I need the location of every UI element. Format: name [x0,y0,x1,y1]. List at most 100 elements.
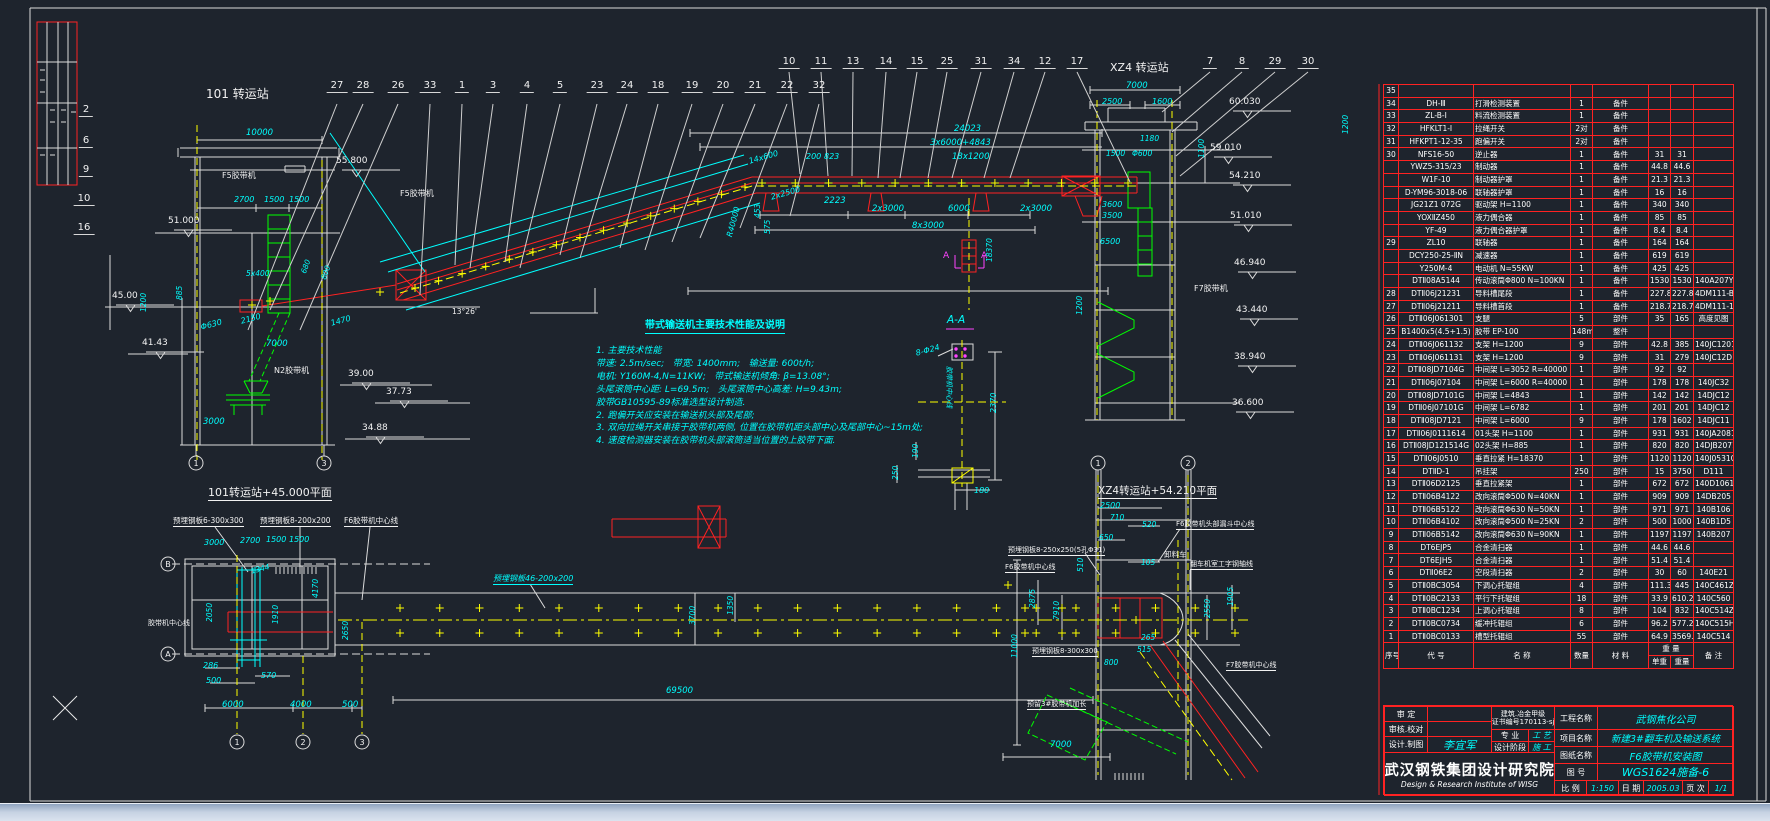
section-markers-magenta [946,255,985,358]
balloon-number: 14 [875,56,897,69]
annotation: 3500 [1102,211,1123,220]
annotation: 2x3000 [1020,204,1053,214]
balloon-number: 31 [970,56,992,69]
annotation: 18370 [985,238,994,262]
annotation: 2700 [234,195,255,204]
balloon-number: 8 [1234,56,1250,69]
annotation: 1905 [1226,586,1235,606]
annotation: F6胶带机头部漏斗中心线 [1176,520,1255,531]
bom-row: 35 [1383,84,1734,98]
bom-header-total-weight: 重量 [1670,654,1694,669]
annotation: 预埋钢板8-250x250(5孔Φ31) [1008,546,1106,557]
balloon-number: 24 [616,80,638,93]
annotation: 5x400 [246,269,270,278]
drawing-name-value: F6胶带机安装图 [1597,746,1734,764]
annotation: F6胶带机中心线 [1005,563,1056,574]
annotation: 8x3000 [912,221,945,231]
annotation: 预埋钢板8-200x200 [260,516,331,527]
svg-text:1: 1 [193,459,198,468]
annotation: 预埋钢板6-300x300 [173,516,244,527]
annotation: 510 [1076,557,1085,572]
annotation: 1500 [289,195,310,204]
svg-text:1: 1 [1095,459,1100,468]
annotation: F6胶带机中心线 [344,516,399,527]
balloon-number: 10 [778,56,800,69]
svg-text:B: B [165,560,171,569]
annotation: XZ4转运站+54.210平面 [1098,485,1218,500]
annotation: 1500 [266,535,287,544]
balloon-number: 28 [352,80,374,93]
balloon-number: 26 [387,80,409,93]
elevation-mark: 34.88 [362,423,388,433]
annotation: F5胶带机 [400,189,434,198]
annotation: 500 [342,700,359,710]
item-label: 项目名称 [1554,729,1598,747]
annotation: 2223 [824,196,846,206]
balloon-number: 34 [1003,56,1025,69]
annotation: 2875 [1028,588,1037,608]
annotation: 2050 [205,602,214,622]
annotation: 13°26' [452,307,477,316]
annotation: 190 [911,443,920,458]
bom-header-name: 名 称 [1473,642,1571,669]
elevation-mark: 36.600 [1232,398,1264,408]
annotation: 预埋钢板46-200x200 [493,574,574,586]
drawing-no-value: WGS1624施备-6 [1597,763,1734,781]
annotation: 1350 [726,595,735,615]
annotation: A-A [947,314,966,326]
company-cell: 武汉钢铁集团设计研究院 Design & Research Institute … [1384,752,1555,796]
annotation: 1200 [139,292,148,312]
elevation-mark: 46.940 [1234,258,1266,268]
annotation: 1500 [289,535,310,544]
balloon-number: 2 [78,104,94,117]
annotation: 575 [763,219,772,234]
annotation: 265 [1141,633,1156,642]
balloon-number: 17 [1066,56,1088,69]
elevation-mark: 43.440 [1236,305,1268,315]
approve-label: 审 定 [1384,706,1428,722]
belt-plan-edges [335,592,1240,646]
designer-signature: 李宜军 [1427,736,1492,753]
annotation: 预埋钢板8-300x300 [1032,647,1098,658]
scale-label: 比 例 [1554,780,1587,796]
balloon-number: 29 [1264,56,1286,69]
bom-header-note: 备 注 [1693,642,1734,669]
annotation: F5胶带机 [222,171,256,180]
svg-text:2: 2 [300,738,305,747]
balloon-number: 32 [808,80,830,93]
annotation: Φ600 [1132,149,1153,158]
annotation: 286 [203,661,219,670]
bom-header-mat: 材 料 [1592,642,1649,669]
annotation: 520 [1142,520,1157,529]
annotation: 胶带机中心线 [945,366,953,408]
balloon-number: 3 [485,80,501,93]
annotation: 3700 [688,605,697,625]
annotation: 710 [1110,513,1125,522]
balloon-number: 15 [906,56,928,69]
elevation-mark: 55.800 [336,156,368,166]
svg-text:2: 2 [1185,459,1190,468]
drawing-name-label: 图纸名称 [1554,746,1598,764]
annotation: 650 [1099,533,1114,542]
